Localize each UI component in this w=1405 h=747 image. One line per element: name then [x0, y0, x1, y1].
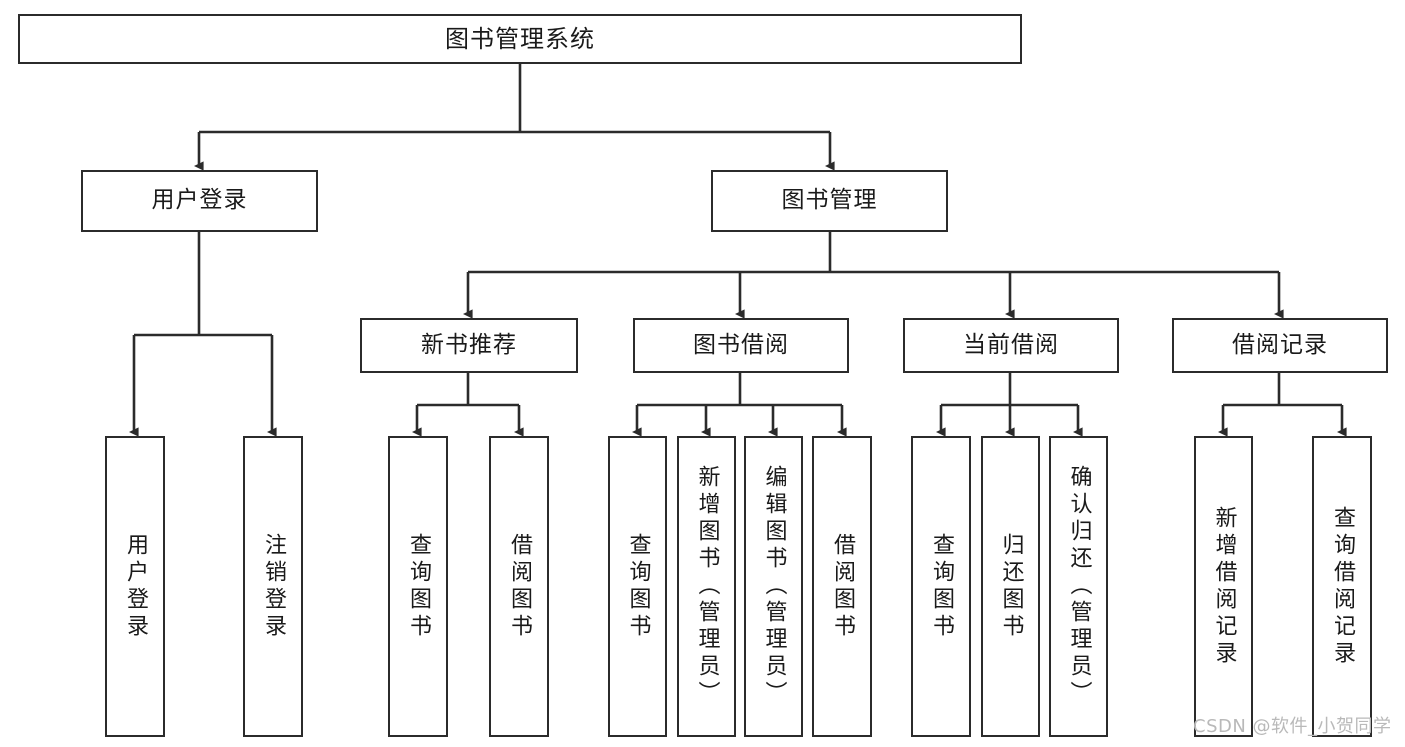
node-leaf-logout[interactable]: 注销登录	[243, 436, 303, 737]
node-root[interactable]: 图书管理系统	[18, 14, 1022, 64]
node-leaf-add-book-label: 新增图书（管理员）	[694, 465, 720, 708]
node-leaf-return-book[interactable]: 归还图书	[981, 436, 1040, 737]
node-leaf-query-record-label: 查询借阅记录	[1330, 505, 1355, 668]
node-leaf-borrow-book-2[interactable]: 借阅图书	[812, 436, 872, 737]
node-leaf-add-record[interactable]: 新增借阅记录	[1194, 436, 1253, 737]
node-current-borrow[interactable]: 当前借阅	[903, 318, 1119, 373]
node-leaf-borrow-book-2-label: 借阅图书	[830, 532, 855, 641]
node-user-login-label: 用户登录	[151, 187, 248, 214]
node-leaf-user-login[interactable]: 用户登录	[105, 436, 165, 737]
node-new-book-rec-label: 新书推荐	[421, 331, 517, 358]
node-book-manage[interactable]: 图书管理	[711, 170, 948, 232]
node-book-borrow[interactable]: 图书借阅	[633, 318, 849, 373]
node-user-login[interactable]: 用户登录	[81, 170, 318, 232]
node-leaf-edit-book-label: 编辑图书（管理员）	[761, 465, 787, 708]
watermark-text: CSDN @软件_小贺同学	[1193, 716, 1392, 737]
node-borrow-record-label: 借阅记录	[1232, 331, 1328, 358]
node-book-borrow-label: 图书借阅	[693, 331, 789, 358]
node-leaf-add-record-label: 新增借阅记录	[1211, 505, 1237, 668]
node-leaf-query-book-1-label: 查询图书	[406, 532, 431, 641]
node-leaf-query-book-3[interactable]: 查询图书	[911, 436, 971, 737]
node-current-borrow-label: 当前借阅	[963, 331, 1059, 358]
node-leaf-query-book-2-label: 查询图书	[625, 532, 651, 641]
node-leaf-return-book-label: 归还图书	[998, 532, 1024, 641]
node-leaf-query-record[interactable]: 查询借阅记录	[1312, 436, 1372, 737]
node-root-label: 图书管理系统	[445, 24, 595, 53]
node-book-manage-label: 图书管理	[781, 187, 878, 214]
node-new-book-rec[interactable]: 新书推荐	[360, 318, 578, 373]
node-leaf-user-login-label: 用户登录	[123, 532, 148, 641]
node-borrow-record[interactable]: 借阅记录	[1172, 318, 1388, 373]
node-leaf-confirm-return-label: 确认归还（管理员）	[1066, 465, 1092, 708]
node-leaf-query-book-3-label: 查询图书	[929, 532, 954, 641]
node-leaf-confirm-return[interactable]: 确认归还（管理员）	[1049, 436, 1108, 737]
node-leaf-borrow-book-1-label: 借阅图书	[507, 532, 532, 641]
node-leaf-add-book[interactable]: 新增图书（管理员）	[677, 436, 736, 737]
node-leaf-edit-book[interactable]: 编辑图书（管理员）	[744, 436, 803, 737]
node-leaf-query-book-2[interactable]: 查询图书	[608, 436, 667, 737]
node-leaf-borrow-book-1[interactable]: 借阅图书	[489, 436, 549, 737]
node-leaf-query-book-1[interactable]: 查询图书	[388, 436, 448, 737]
node-leaf-logout-label: 注销登录	[261, 532, 286, 641]
